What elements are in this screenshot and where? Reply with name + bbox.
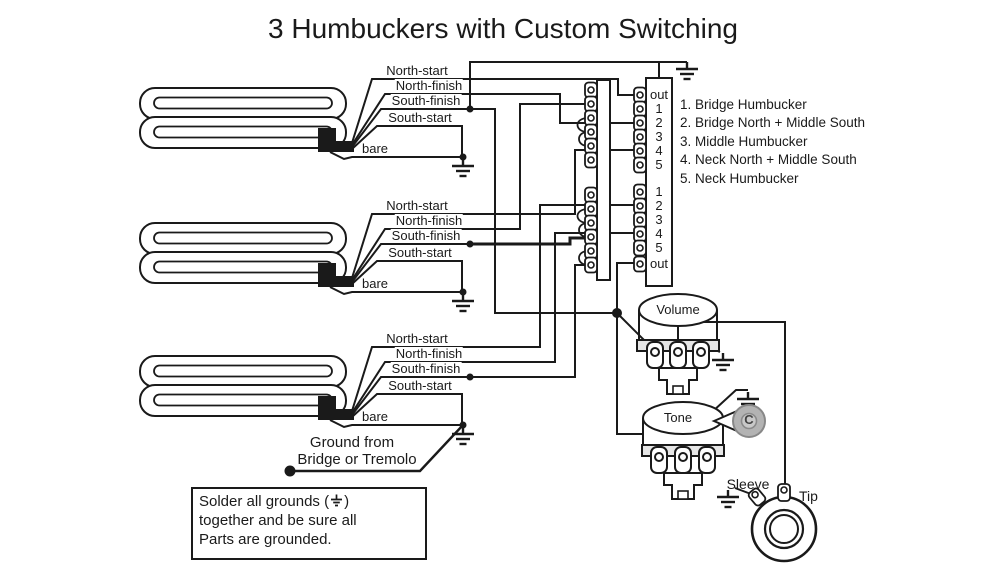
- legend-item-4: 4. Neck North + Middle South: [680, 152, 857, 167]
- output-jack: [747, 483, 818, 563]
- note-line-1: Solder all grounds (): [199, 493, 350, 510]
- jack-tip-lug: [777, 483, 791, 502]
- middle-north-start-label: North-start: [385, 198, 449, 213]
- capacitor: [711, 404, 766, 438]
- ground-symbol: [674, 60, 700, 81]
- switch-pos-5a: 5: [655, 157, 663, 172]
- neck-north-start-label: North-start: [385, 331, 449, 346]
- ground-icon: [331, 494, 343, 507]
- switch-pos-5b: 5: [655, 240, 663, 255]
- legend-item-3: 3. Middle Humbucker: [680, 134, 808, 149]
- switch-lugs: [584, 81, 647, 274]
- tone-pot: [641, 401, 725, 500]
- neck-bare-label: bare: [360, 409, 390, 424]
- bridge-north-finish-label: North-finish: [394, 78, 464, 93]
- neck-south-finish-label: South-finish: [390, 361, 462, 376]
- middle-south-finish-label: South-finish: [390, 228, 462, 243]
- ground-from-line2: Bridge or Tremolo: [297, 451, 417, 468]
- ground-symbol: [710, 351, 736, 372]
- bridge-bare-label: bare: [360, 141, 390, 156]
- switch-pos-1a: 1: [655, 101, 663, 116]
- legend-item-2: 2. Bridge North + Middle South: [680, 115, 865, 130]
- switch-pos-3b: 3: [655, 212, 663, 227]
- middle-bare-label: bare: [360, 276, 390, 291]
- diagram-title: 3 Humbuckers with Custom Switching: [268, 13, 738, 44]
- neck-north-finish-label: North-finish: [394, 346, 464, 361]
- switch-pos-2b: 2: [655, 198, 663, 213]
- selector-switch: [576, 77, 673, 287]
- middle-south-start-label: South-start: [387, 245, 453, 260]
- middle-north-finish-label: North-finish: [394, 213, 464, 228]
- note-line-3: Parts are grounded.: [199, 531, 332, 548]
- legend-item-5: 5. Neck Humbucker: [680, 171, 799, 186]
- switch-pos-1b: 1: [655, 184, 663, 199]
- solder-note-box: Solder all grounds () together and be su…: [191, 487, 427, 560]
- volume-label: Volume: [656, 302, 700, 317]
- switch-pos-2a: 2: [655, 115, 663, 130]
- ground-symbol: [715, 488, 741, 509]
- sleeve-label: Sleeve: [726, 476, 770, 492]
- volume-pot: [636, 293, 720, 395]
- switch-pos-out-bottom: out: [649, 256, 669, 271]
- switch-pos-4b: 4: [655, 226, 663, 241]
- legend-item-1: 1. Bridge Humbucker: [680, 97, 807, 112]
- note-line-2: together and be sure all: [199, 512, 357, 529]
- bridge-south-finish-label: South-finish: [390, 93, 462, 108]
- ground-from-line1: Ground from: [309, 434, 395, 451]
- neck-south-start-label: South-start: [387, 378, 453, 393]
- switch-pos-3a: 3: [655, 129, 663, 144]
- bridge-north-start-label: North-start: [385, 63, 449, 78]
- capacitor-label: C: [744, 412, 754, 427]
- switch-pos-4a: 4: [655, 143, 663, 158]
- tip-label: Tip: [799, 488, 818, 504]
- bridge-south-start-label: South-start: [387, 110, 453, 125]
- tone-label: Tone: [663, 410, 693, 425]
- jack-sleeve-lug: [747, 487, 767, 507]
- switch-pos-out-top: out: [649, 87, 669, 102]
